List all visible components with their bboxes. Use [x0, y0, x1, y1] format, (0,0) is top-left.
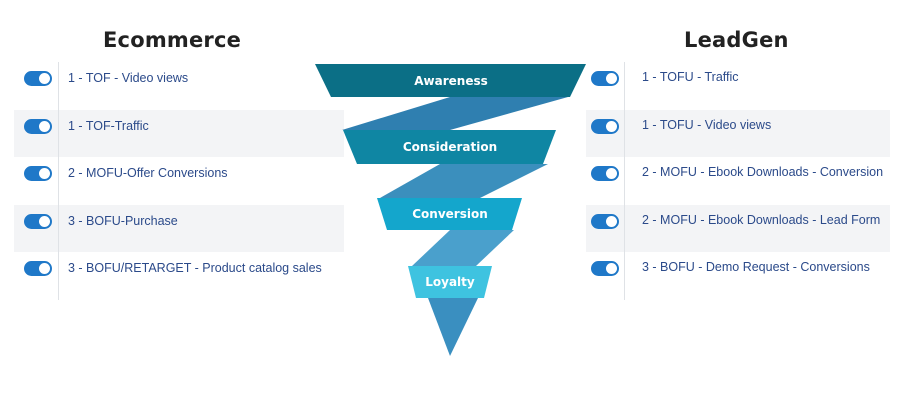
toggle-knob — [606, 263, 617, 274]
marketing-funnel: Awareness Consideration Conversion Loyal… — [315, 64, 586, 356]
campaign-label[interactable]: 1 - TOFU - Traffic — [642, 70, 739, 84]
ecommerce-heading: Ecommerce — [103, 28, 242, 52]
row-divider — [624, 109, 625, 157]
campaign-row: 1 - TOFU - Traffic — [586, 62, 890, 110]
toggle-knob — [606, 120, 617, 132]
campaign-toggle[interactable] — [591, 213, 619, 229]
leadgen-heading: LeadGen — [684, 28, 789, 52]
toggle-knob — [606, 215, 617, 227]
campaign-row: 1 - TOF-Traffic — [14, 109, 344, 157]
campaign-row: 2 - MOFU - Ebook Downloads - Conversion — [586, 157, 890, 205]
campaign-label[interactable]: 1 - TOFU - Video views — [642, 117, 772, 132]
stage-label-consideration: Consideration — [403, 140, 497, 154]
campaign-toggle[interactable] — [24, 118, 52, 134]
row-divider — [58, 204, 59, 252]
toggle-knob — [606, 73, 617, 84]
toggle-knob — [39, 120, 50, 132]
campaign-row: 1 - TOF - Video views — [14, 62, 344, 110]
campaign-label[interactable]: 2 - MOFU-Offer Conversions — [68, 166, 228, 180]
toggle-knob — [606, 168, 617, 179]
stage-label-conversion: Conversion — [412, 207, 488, 221]
campaign-toggle[interactable] — [24, 213, 52, 229]
toggle-knob — [39, 73, 50, 84]
funnel-stage-consideration[interactable] — [343, 130, 556, 164]
row-divider — [58, 109, 59, 157]
campaign-row: 3 - BOFU - Demo Request - Conversions — [586, 252, 890, 300]
campaign-toggle[interactable] — [24, 261, 52, 276]
campaign-label[interactable]: 3 - BOFU/RETARGET - Product catalog sale… — [68, 261, 322, 275]
campaign-row: 2 - MOFU - Ebook Downloads - Lead Form — [586, 204, 890, 252]
campaign-label[interactable]: 3 - BOFU - Demo Request - Conversions — [642, 260, 870, 274]
campaign-label[interactable]: 2 - MOFU - Ebook Downloads - Lead Form — [642, 212, 881, 227]
ecommerce-campaign-list: 1 - TOF - Video views 1 - TOF-Traffic 2 … — [14, 62, 344, 300]
funnel-stage-conversion[interactable] — [377, 198, 522, 230]
row-divider — [58, 157, 59, 205]
row-divider — [624, 252, 625, 300]
row-divider — [58, 252, 59, 300]
campaign-toggle[interactable] — [591, 118, 619, 134]
stage-label-loyalty: Loyalty — [425, 275, 475, 289]
funnel-ribbon-3 — [412, 230, 514, 266]
campaign-toggle[interactable] — [24, 71, 52, 86]
toggle-knob — [39, 168, 50, 179]
row-divider — [58, 62, 59, 110]
campaign-label[interactable]: 1 - TOF-Traffic — [68, 118, 149, 133]
campaign-label[interactable]: 3 - BOFU-Purchase — [68, 213, 178, 228]
campaign-row: 1 - TOFU - Video views — [586, 109, 890, 157]
campaign-label[interactable]: 1 - TOF - Video views — [68, 71, 189, 85]
toggle-knob — [39, 215, 50, 227]
campaign-toggle[interactable] — [24, 166, 52, 181]
funnel-stage-loyalty[interactable] — [408, 266, 492, 298]
campaign-row: 3 - BOFU-Purchase — [14, 204, 344, 252]
row-divider — [624, 157, 625, 205]
campaign-row: 2 - MOFU-Offer Conversions — [14, 157, 344, 205]
row-divider — [624, 62, 625, 110]
funnel-ribbon-4 — [428, 298, 478, 356]
campaign-toggle[interactable] — [591, 261, 619, 276]
funnel-ribbon-1 — [342, 97, 568, 130]
stage-label-awareness: Awareness — [414, 74, 488, 88]
toggle-knob — [39, 263, 50, 274]
funnel-stage-awareness[interactable] — [315, 64, 586, 97]
row-divider — [624, 204, 625, 252]
funnel-ribbon-2 — [380, 164, 548, 198]
campaign-toggle[interactable] — [591, 71, 619, 86]
campaign-toggle[interactable] — [591, 166, 619, 181]
leadgen-campaign-list: 1 - TOFU - Traffic 1 - TOFU - Video view… — [586, 62, 890, 300]
campaign-label[interactable]: 2 - MOFU - Ebook Downloads - Conversion — [642, 165, 884, 179]
campaign-row: 3 - BOFU/RETARGET - Product catalog sale… — [14, 252, 344, 300]
